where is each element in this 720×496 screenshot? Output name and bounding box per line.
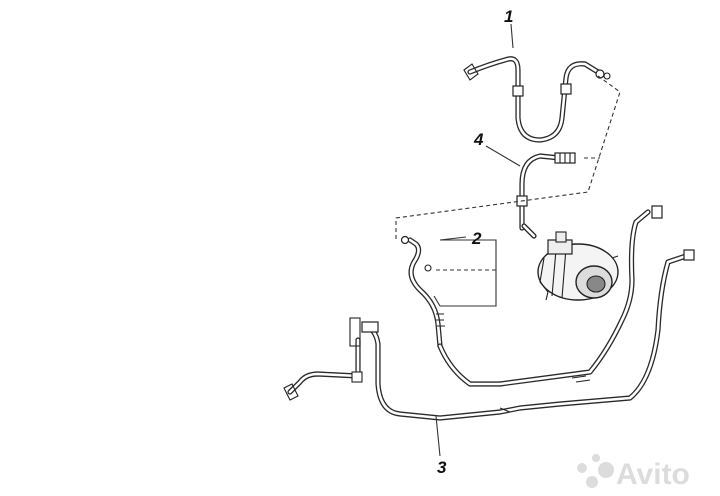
compressor-icon [537, 231, 619, 301]
leader-lines [435, 23, 521, 457]
callout-1: 1 [504, 7, 513, 26]
hose-part-1 [463, 56, 611, 143]
watermark-text: Avito [616, 458, 690, 491]
avito-watermark: Avito [577, 454, 690, 491]
callout-labels: 1 2 3 4 [437, 7, 513, 477]
callout-2: 2 [471, 229, 482, 248]
pipe-part-3 [283, 205, 695, 421]
grouping-lines [395, 75, 621, 307]
callout-3: 3 [437, 458, 447, 477]
callout-4: 4 [473, 130, 484, 149]
avito-logo-icon [577, 454, 614, 488]
pipe-part-2 [400, 235, 445, 349]
